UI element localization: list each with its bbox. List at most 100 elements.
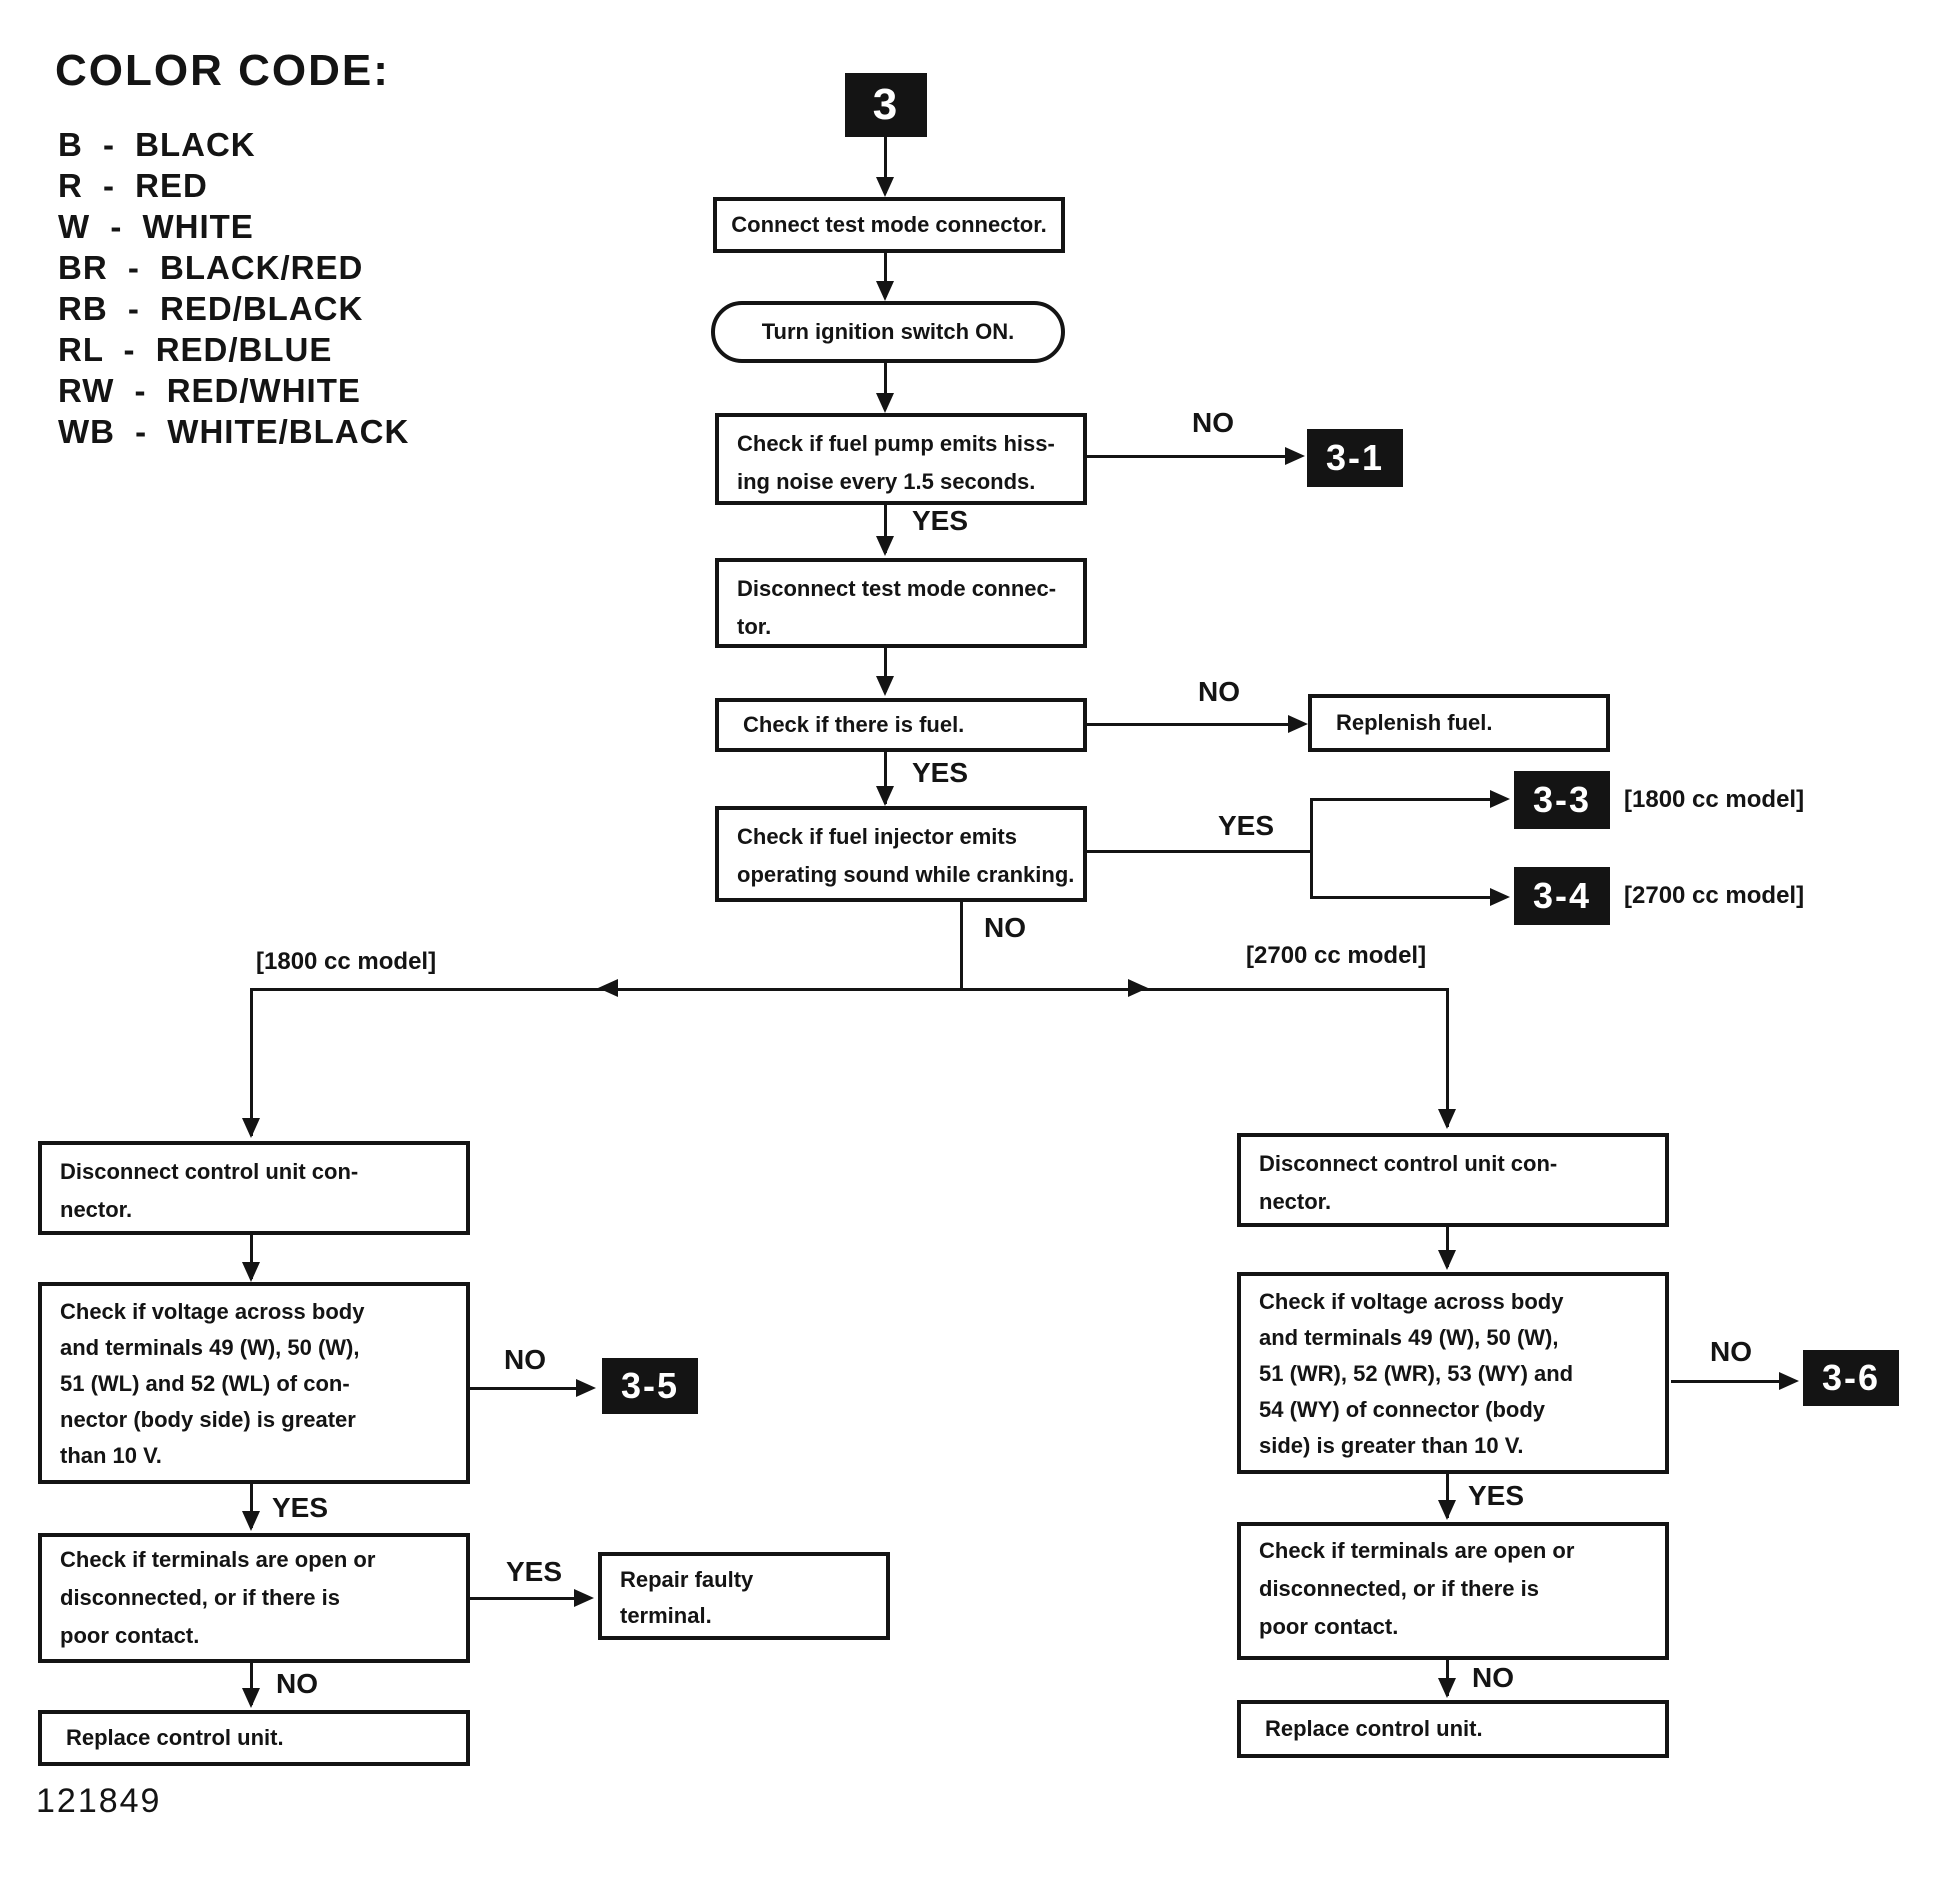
ref-box-3-6: 3-6 [1803,1350,1899,1406]
label-no-injector: NO [984,912,1026,943]
arrow-down-icon [242,1688,260,1708]
ref-box-3-3: 3-3 [1514,771,1610,829]
arrow-right-icon [1288,715,1308,733]
arrow-right-icon [1285,447,1305,465]
step-text: Check if voltage across body [60,1299,365,1324]
flow-line [470,1597,576,1600]
step-text: terminal. [620,1603,712,1628]
step-text: Check if fuel injector emits [737,824,1017,849]
step-text: 51 (WR), 52 (WR), 53 (WY) and [1259,1361,1574,1386]
arrow-right-icon [1490,790,1510,808]
arrow-down-icon [1438,1250,1456,1270]
step-text: Check if fuel pump emits hiss- [737,431,1055,456]
label-model-2700-branch: [2700 cc model] [1246,942,1427,969]
arrow-left-icon [598,979,618,997]
flow-line [884,505,887,553]
arrow-down-icon [242,1262,260,1282]
label-yes-fuel: YES [912,757,969,788]
arrow-down-icon [876,281,894,301]
step-replace-control-unit-right: Replace control unit. [1237,1700,1669,1758]
legend-item: RW - RED/WHITE [58,372,361,409]
step-disconnect-control-unit-right: Disconnect control unit con- nector. [1237,1133,1669,1227]
arrow-down-icon [242,1511,260,1531]
step-disconnect-control-unit-left: Disconnect control unit con- nector. [38,1141,470,1235]
flow-line [250,1663,253,1705]
step-turn-ignition-on: Turn ignition switch ON. [711,301,1065,363]
step-text: Check if terminals are open or [60,1547,376,1572]
step-text: Check if terminals are open or [1259,1538,1575,1563]
decision-check-injector: Check if fuel injector emits operating s… [715,806,1087,902]
ref-box-3-4: 3-4 [1514,867,1610,925]
flow-line [1310,896,1492,899]
arrow-down-icon [876,786,894,806]
step-repair-faulty-terminal: Repair faulty terminal. [598,1552,890,1640]
step-replenish-fuel: Replenish fuel. [1308,694,1610,752]
arrow-down-icon [1438,1500,1456,1520]
step-text: 54 (WY) of connector (body [1259,1397,1545,1422]
flow-line [1446,1474,1449,1518]
label-yes-injector: YES [1218,810,1275,841]
step-text: Disconnect control unit con- [60,1159,359,1184]
arrow-down-icon [242,1118,260,1138]
legend-item: R - RED [58,167,208,204]
label-model-1800: [1800 cc model] [1624,786,1805,813]
flow-line [960,902,963,990]
step-text: Repair faulty [620,1567,754,1592]
step-text: Replace control unit. [66,1725,284,1750]
step-text: than 10 V. [60,1443,162,1468]
step-text: and terminals 49 (W), 50 (W), [60,1335,360,1360]
label-no-fuel: NO [1198,676,1240,707]
label-no-terminals-left: NO [276,1668,318,1699]
step-text: poor contact. [60,1623,200,1648]
label-model-1800-branch: [1800 cc model] [256,948,437,975]
decision-check-fuel-pump: Check if fuel pump emits hiss- ing noise… [715,413,1087,505]
step-text: nector. [1259,1189,1332,1214]
step-text: tor. [737,614,772,639]
label-yes-voltage-right: YES [1468,1480,1525,1511]
decision-check-voltage-right: Check if voltage across body and termina… [1237,1272,1669,1474]
flow-line [1087,455,1287,458]
legend-title: COLOR CODE: [55,46,390,95]
decision-check-voltage-left: Check if voltage across body and termina… [38,1282,470,1484]
ref-box-3: 3 [845,73,927,137]
label-no-voltage-left: NO [504,1344,546,1375]
step-text: Check if there is fuel. [743,712,965,737]
flow-line [884,648,887,692]
legend-item: W - WHITE [58,208,254,245]
arrow-right-icon [1490,888,1510,906]
arrow-right-icon [1779,1372,1799,1390]
arrow-down-icon [876,177,894,197]
ref-box-3-5: 3-5 [602,1358,698,1414]
flow-line [250,1235,253,1279]
flow-line [250,988,1449,991]
legend-item: WB - WHITE/BLACK [58,413,410,450]
step-text: nector. [60,1197,133,1222]
arrow-right-icon [576,1379,596,1397]
step-text: Connect test mode connector. [731,212,1047,237]
step-disconnect-test-mode: Disconnect test mode connec- tor. [715,558,1087,648]
label-no-terminals-right: NO [1472,1662,1514,1693]
arrow-down-icon [876,676,894,696]
step-text: Disconnect test mode connec- [737,576,1057,601]
arrow-right-icon [1128,979,1148,997]
label-model-2700: [2700 cc model] [1624,882,1805,909]
step-text: disconnected, or if there is [60,1585,340,1610]
step-text: Disconnect control unit con- [1259,1151,1558,1176]
flow-line [1446,1227,1449,1267]
step-text: ing noise every 1.5 seconds. [737,469,1036,494]
arrow-down-icon [1438,1678,1456,1698]
decision-check-terminals-left: Check if terminals are open or disconnec… [38,1533,470,1663]
arrow-down-icon [876,393,894,413]
step-replace-control-unit-left: Replace control unit. [38,1710,470,1766]
label-yes-terminals-left: YES [506,1556,563,1587]
flow-line [1087,723,1290,726]
ref-box-3-1: 3-1 [1307,429,1403,487]
label-yes-voltage-left: YES [272,1492,329,1523]
step-text: Replace control unit. [1265,1716,1483,1741]
flow-line [250,1484,253,1528]
flow-line [1671,1380,1781,1383]
label-no-voltage-right: NO [1710,1336,1752,1367]
arrow-right-icon [574,1589,594,1607]
step-text: poor contact. [1259,1614,1399,1639]
flow-line [1310,798,1313,899]
